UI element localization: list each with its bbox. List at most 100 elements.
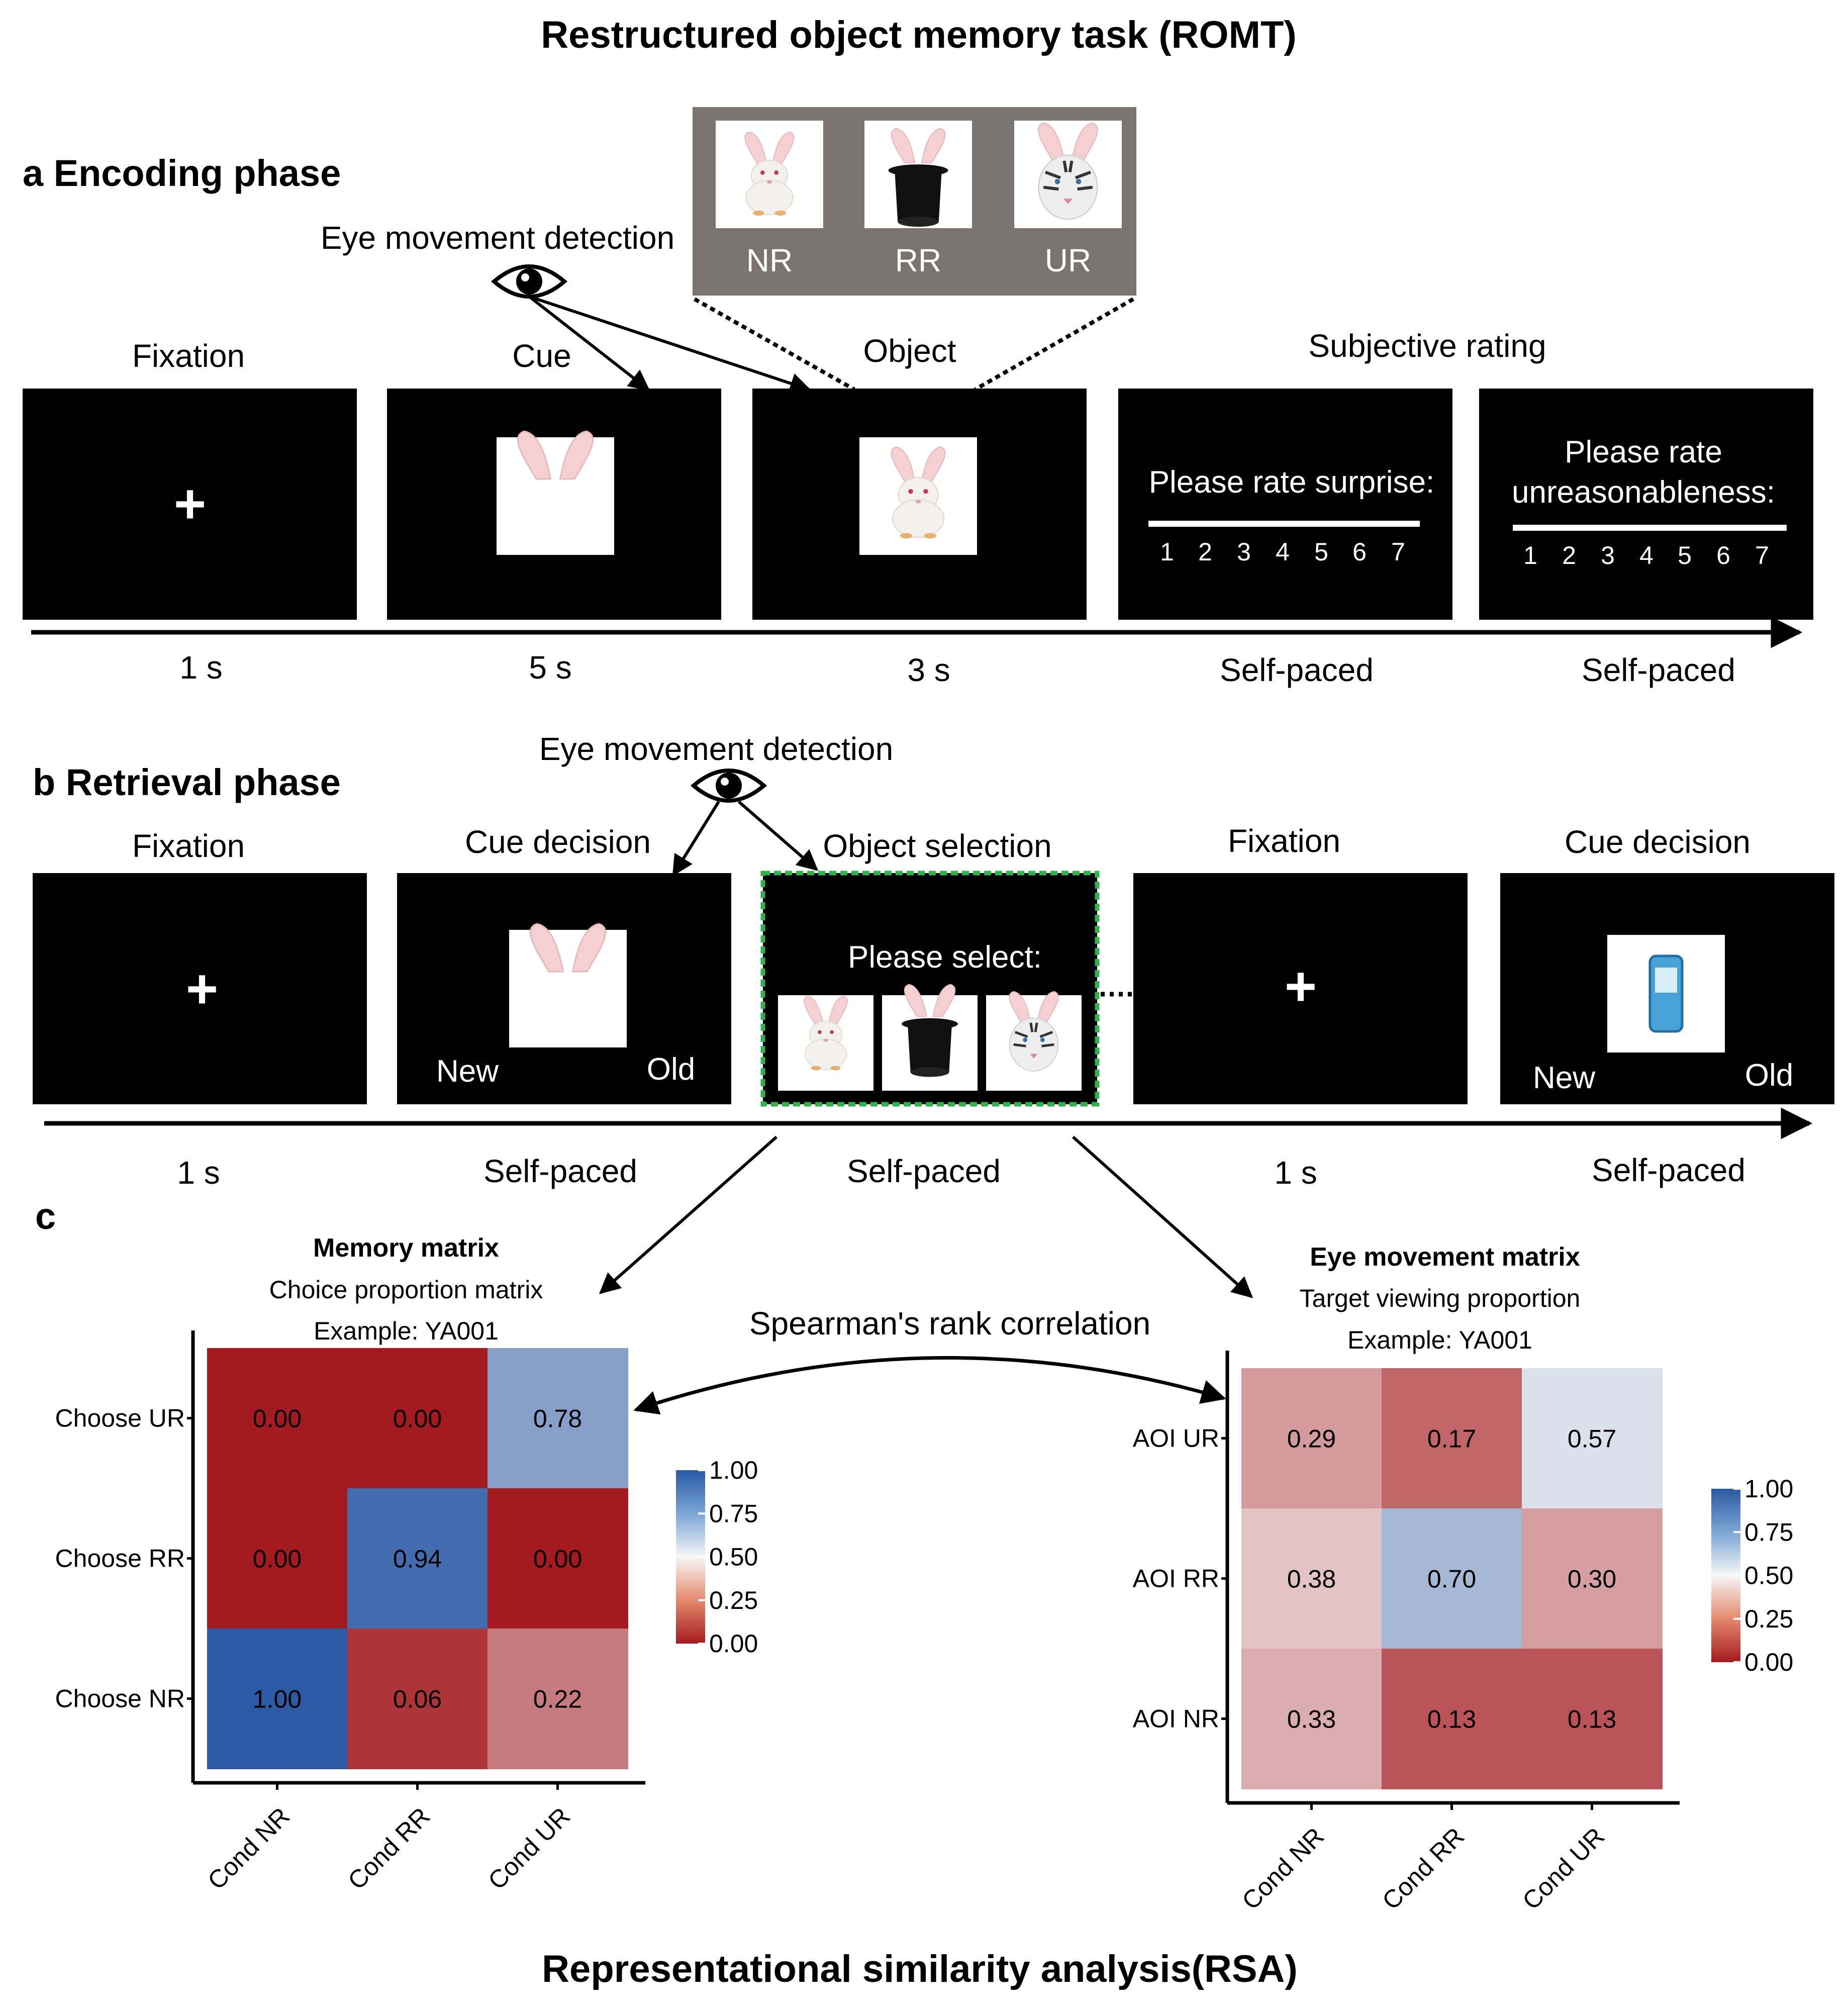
rating-surprise-prompt: Please rate surprise: bbox=[1149, 465, 1435, 500]
cell-value: 0.70 bbox=[1427, 1565, 1476, 1593]
cell-value: 0.13 bbox=[1568, 1705, 1616, 1734]
colorbar-tick-label: 0.00 bbox=[709, 1630, 758, 1658]
enc-title-object: Object bbox=[863, 333, 956, 369]
spearman-arrow bbox=[633, 1356, 1226, 1415]
rating-scale-unreason: 1 2 3 4 5 6 7 bbox=[1523, 541, 1769, 569]
scale-2: 2 bbox=[1562, 541, 1576, 569]
eye-arrow-object bbox=[529, 295, 811, 394]
heatmap-cell bbox=[1522, 1508, 1663, 1649]
scale-5: 5 bbox=[1678, 541, 1692, 569]
y-tick-label: Choose UR bbox=[55, 1404, 185, 1432]
heatmap-cell bbox=[1382, 1508, 1522, 1649]
eye-movement-matrix: Eye movement matrix Target viewing propo… bbox=[1133, 1242, 1794, 1915]
scale-3: 3 bbox=[1237, 538, 1251, 566]
x-tick-label: Cond RR bbox=[342, 1802, 435, 1895]
phone-icon bbox=[1648, 954, 1684, 1033]
colorbar-tick-label: 0.25 bbox=[709, 1586, 758, 1614]
select-prompt: Please select: bbox=[848, 940, 1042, 975]
scale-1: 1 bbox=[1523, 541, 1537, 569]
cue-new-label: New bbox=[436, 1054, 499, 1089]
enc-timing-1: 1 s bbox=[179, 649, 222, 686]
fixation-cross: + bbox=[174, 473, 206, 535]
rsa-panel-label: c bbox=[35, 1195, 56, 1237]
ret-screen-object-selection: Please select: bbox=[760, 871, 1100, 1107]
heatmap-cell bbox=[1522, 1649, 1663, 1789]
inset-dotted-right bbox=[974, 297, 1134, 392]
enc-title-rating: Subjective rating bbox=[1308, 328, 1546, 364]
enc-screen-rating-unreasonableness: Please rate unreasonableness: 1 2 3 4 5 … bbox=[1479, 389, 1813, 620]
encoding-eye-label: Eye movement detection bbox=[321, 220, 674, 256]
memory-matrix-subtitle-2: Example: YA001 bbox=[314, 1317, 499, 1345]
enc-screen-rating-surprise: Please rate surprise: 1 2 3 4 5 6 7 bbox=[1118, 389, 1452, 620]
cell-value: 0.29 bbox=[1287, 1425, 1336, 1453]
heatmap-cell bbox=[207, 1348, 348, 1489]
inset-label-nr: NR bbox=[746, 242, 793, 278]
rating-unreason-prompt-2: unreasonableness: bbox=[1512, 475, 1775, 510]
eye-icon bbox=[491, 264, 568, 299]
ret-timing-4: 1 s bbox=[1274, 1155, 1317, 1191]
enc-title-fixation: Fixation bbox=[132, 338, 245, 374]
figure-title: Restructured object memory task (ROMT) bbox=[541, 14, 1296, 56]
heatmap-cell bbox=[488, 1488, 628, 1629]
cell-value: 0.06 bbox=[393, 1685, 442, 1713]
eye-matrix-title: Eye movement matrix bbox=[1310, 1242, 1580, 1272]
cell-value: 1.00 bbox=[253, 1685, 302, 1713]
scale-4: 4 bbox=[1276, 538, 1290, 566]
eye-arrow-cue bbox=[528, 295, 650, 391]
x-tick-label: Cond UR bbox=[1517, 1822, 1610, 1915]
eye-icon bbox=[690, 769, 767, 803]
inset-label-ur: UR bbox=[1045, 242, 1091, 278]
scale-1: 1 bbox=[1160, 538, 1174, 566]
cell-value: 0.38 bbox=[1287, 1565, 1336, 1593]
ret-timing-5: Self-paced bbox=[1592, 1152, 1745, 1188]
retrieval-panel-label: b Retrieval phase bbox=[33, 761, 341, 803]
y-tick-label: Choose NR bbox=[55, 1685, 185, 1713]
heatmap-cell bbox=[1241, 1368, 1382, 1509]
colorbar-tick-label: 1.00 bbox=[709, 1456, 758, 1484]
heatmap-cell bbox=[488, 1629, 628, 1769]
ret-title-cue-decision-1: Cue decision bbox=[465, 824, 651, 860]
heatmap-cell bbox=[488, 1348, 628, 1489]
scale-7: 7 bbox=[1391, 538, 1405, 566]
x-tick-label: Cond NR bbox=[202, 1802, 295, 1895]
arrow-to-eye-matrix bbox=[1072, 1135, 1253, 1298]
heatmap-cell bbox=[347, 1348, 488, 1489]
y-tick-label: AOI NR bbox=[1133, 1705, 1219, 1733]
cell-value: 0.94 bbox=[393, 1545, 442, 1573]
enc-screen-object bbox=[752, 389, 1087, 620]
ret-title-object-selection: Object selection bbox=[823, 828, 1051, 864]
cell-value: 0.00 bbox=[253, 1545, 302, 1573]
cell-value: 0.13 bbox=[1427, 1705, 1476, 1734]
ret-title-fixation-2: Fixation bbox=[1228, 823, 1340, 859]
memory-matrix: Memory matrix Choice proportion matrix E… bbox=[55, 1233, 758, 1895]
inset-dotted-left bbox=[694, 297, 855, 392]
heatmap-cell bbox=[347, 1488, 488, 1629]
enc-timing-2: 5 s bbox=[529, 649, 571, 686]
enc-screen-cue bbox=[387, 389, 721, 620]
rating-scale-surprise: 1 2 3 4 5 6 7 bbox=[1160, 538, 1405, 566]
cue-new-label: New bbox=[1533, 1061, 1595, 1095]
colorbar-tick-label: 0.75 bbox=[1744, 1518, 1793, 1546]
retrieval-eye-label: Eye movement detection bbox=[539, 731, 893, 767]
cell-value: 0.17 bbox=[1427, 1425, 1476, 1453]
ret-screen-fixation-2: + bbox=[1133, 873, 1468, 1104]
ret-title-cue-decision-2: Cue decision bbox=[1565, 824, 1750, 860]
cell-value: 0.00 bbox=[393, 1405, 442, 1433]
y-tick-label: Choose RR bbox=[55, 1545, 185, 1573]
heatmap-cell bbox=[1241, 1649, 1382, 1789]
cell-value: 0.22 bbox=[533, 1685, 582, 1713]
heatmap-cell bbox=[207, 1488, 348, 1629]
ret-screen-cue-decision-2: New Old bbox=[1500, 873, 1834, 1104]
scale-2: 2 bbox=[1198, 538, 1212, 566]
heatmap-cell bbox=[347, 1629, 488, 1769]
scale-6: 6 bbox=[1352, 538, 1367, 566]
cue-old-label: Old bbox=[647, 1052, 695, 1087]
ret-timing-1: 1 s bbox=[177, 1155, 220, 1191]
scale-3: 3 bbox=[1601, 541, 1615, 569]
cue-old-label: Old bbox=[1745, 1058, 1793, 1093]
y-tick-label: AOI RR bbox=[1133, 1565, 1219, 1593]
eye-arrow-object-selection bbox=[738, 800, 819, 871]
encoding-panel-label: a Encoding phase bbox=[23, 152, 341, 194]
ret-screen-fixation-1: + bbox=[33, 873, 367, 1104]
